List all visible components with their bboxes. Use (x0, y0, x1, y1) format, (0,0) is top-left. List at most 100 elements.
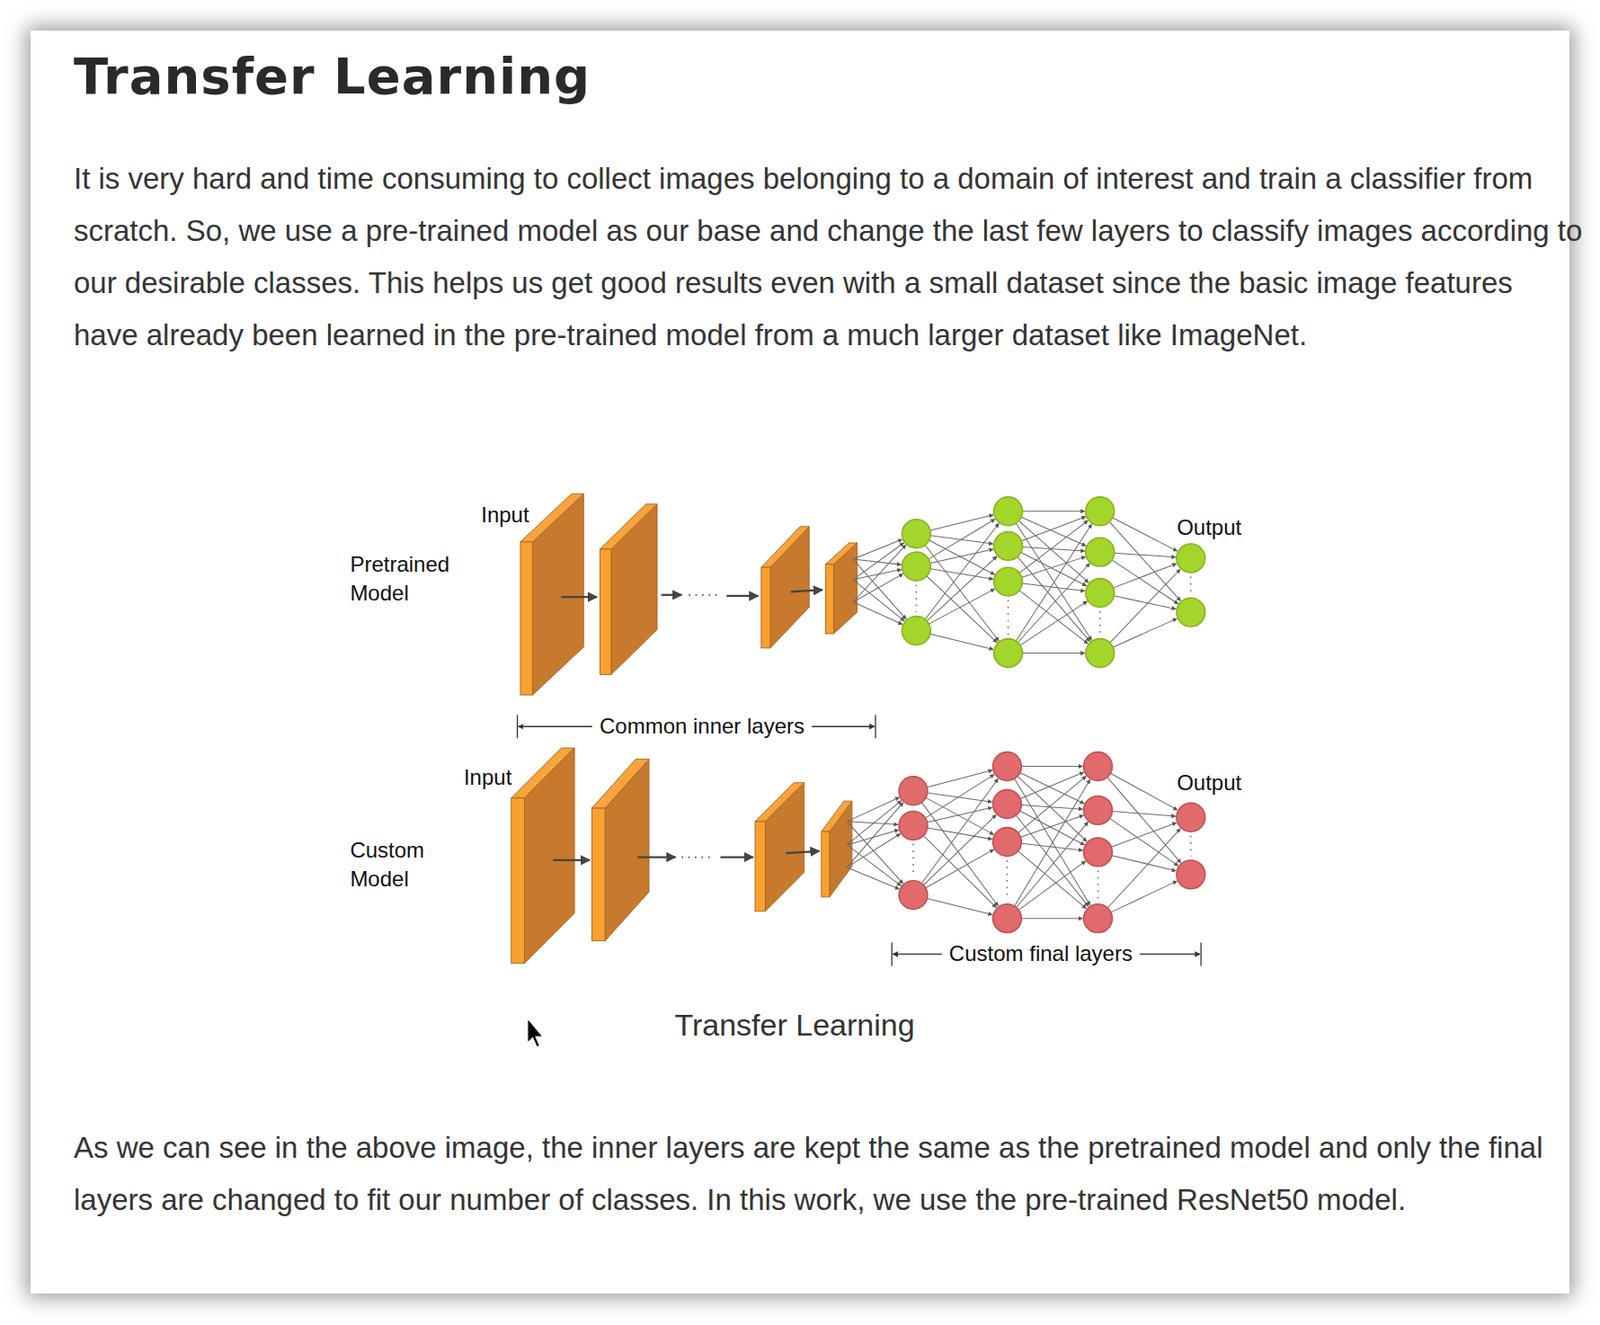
neuron (1084, 837, 1113, 867)
network-connection (926, 556, 997, 622)
neuron (1084, 904, 1113, 934)
network-connection (1021, 765, 1083, 767)
dimension-brackets (517, 714, 1202, 966)
network-connection (1107, 777, 1182, 863)
model-label: Pretrained Model (349, 550, 450, 608)
bracket-tick (874, 714, 876, 738)
bracket-tick (1200, 942, 1201, 966)
neuron (902, 551, 932, 581)
network-connection (925, 849, 995, 889)
network-connection (1022, 652, 1085, 654)
network-connection (1020, 810, 1085, 845)
network-connection (1022, 510, 1085, 512)
neuron (902, 519, 932, 549)
neuron (898, 810, 928, 840)
neuron (1085, 497, 1115, 526)
network-connection (1113, 563, 1177, 588)
network-connection (927, 807, 993, 823)
neuron (902, 616, 932, 646)
network-connection (928, 518, 996, 559)
network-connection (1014, 778, 1091, 906)
page-heading: Transfer Learning (73, 48, 591, 105)
output-label: Output (1176, 513, 1242, 543)
network-connection (1021, 552, 1087, 587)
network-connection (926, 576, 997, 643)
ellipsis-dots (915, 584, 918, 613)
network-connection (853, 559, 907, 620)
neuron (993, 827, 1023, 857)
bracket-label: Custom final layers (949, 939, 1133, 969)
bracket-label: Common inner layers (599, 711, 805, 741)
neuron (898, 880, 928, 910)
flow-arrow (785, 851, 819, 854)
network-connection (1111, 880, 1178, 913)
neuron (1176, 802, 1206, 832)
figure-caption: Transfer Learning (674, 1006, 915, 1043)
network-connection (1014, 779, 1091, 907)
network-connection (853, 579, 905, 622)
body-paragraph: As we can see in the above image, the in… (73, 1121, 1584, 1227)
network-connection (1021, 516, 1085, 542)
ellipsis-dots (688, 594, 720, 596)
neuron (993, 752, 1023, 782)
network-connection (1018, 775, 1087, 833)
neuron (898, 776, 928, 806)
bracket-arrow (1139, 953, 1200, 955)
output-label: Output (1176, 768, 1242, 798)
network-connection (930, 515, 994, 531)
network-connection (1112, 517, 1178, 552)
network-connection (1015, 815, 1089, 907)
ellipsis-dots (1190, 576, 1192, 594)
ellipsis-dots (1097, 870, 1100, 900)
ellipsis-dots (1099, 611, 1102, 635)
flow-arrow (791, 589, 823, 592)
network-connection (1111, 811, 1175, 817)
ellipsis-dots (1007, 600, 1010, 636)
input-label: Input (480, 500, 529, 530)
bracket-arrow (892, 953, 943, 955)
network-connection (1022, 583, 1085, 591)
layer-slab (755, 782, 804, 912)
network-connection (1109, 522, 1181, 602)
network-connection (853, 569, 902, 580)
network-connection (1021, 843, 1083, 851)
network-connection (846, 833, 900, 867)
network-connection (929, 540, 996, 575)
flow-arrow (720, 855, 753, 858)
network-connection (1017, 563, 1090, 643)
mouse-cursor (527, 1018, 543, 1048)
network-connection (926, 770, 993, 788)
network-connection (1017, 556, 1091, 641)
input-label: Input (463, 763, 512, 792)
network-connection (1114, 552, 1176, 558)
flow-arrow (638, 855, 676, 858)
neuron (1085, 578, 1115, 608)
neuron (993, 904, 1023, 934)
network-connection (846, 802, 904, 868)
network-connection (1022, 556, 1086, 578)
network-connection (853, 602, 903, 625)
network-connection (853, 573, 904, 602)
network-connection (924, 774, 995, 818)
network-connection (924, 523, 999, 620)
network-connection (930, 633, 994, 649)
network-connection (927, 827, 993, 840)
network-connection (923, 814, 996, 885)
network-connection (1018, 861, 1085, 910)
neuron (1085, 537, 1115, 567)
network-connection (1019, 520, 1088, 573)
network-connection (1107, 828, 1181, 908)
flow-arrow (726, 595, 758, 597)
bracket-arrow (518, 726, 593, 728)
network-connection (930, 549, 994, 564)
neuron (1176, 860, 1206, 889)
layer-slab (600, 504, 658, 676)
network-connection (846, 844, 901, 886)
bracket-tick (891, 942, 893, 966)
network-connection (1113, 595, 1176, 610)
network-connection (924, 544, 999, 641)
network-connection (846, 797, 899, 822)
layer-slab (520, 493, 584, 695)
bracket-arrow (811, 726, 875, 728)
